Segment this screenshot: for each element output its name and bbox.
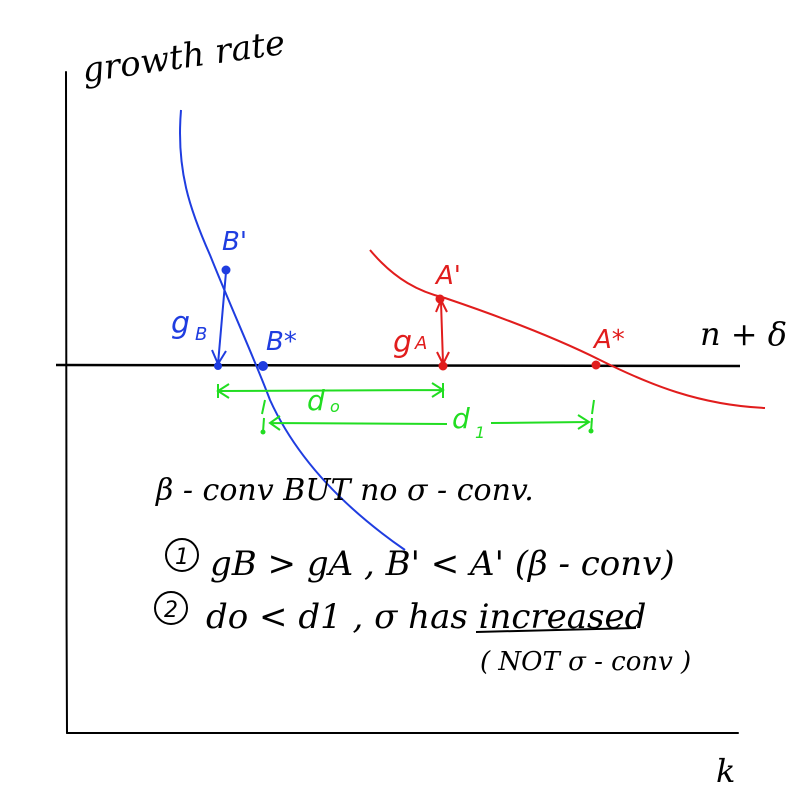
note-item1: gB > gA , B' < A' (β - conv) (210, 544, 675, 584)
a-prime-label: A' (434, 261, 461, 291)
d1-arrow (268, 414, 591, 431)
d1-tick-left (261, 399, 266, 433)
note-headline: β - conv BUT no σ - conv. (155, 473, 534, 508)
b-annotations (211, 265, 268, 371)
d1-left-dot (260, 429, 266, 435)
a-annotations (435, 294, 601, 371)
d0-subscript: o (330, 397, 340, 416)
g-b-arrow (211, 271, 227, 367)
g-a-subscript: A (414, 333, 427, 354)
underline (475, 627, 637, 633)
note-item2-sub: ( NOT σ - conv ) (480, 647, 691, 677)
curve-b (178, 109, 406, 551)
g-b-subscript: B (195, 324, 207, 345)
axes (64, 71, 739, 734)
item2-number: 2 (164, 598, 178, 623)
y-axis (64, 71, 68, 734)
d1-label: d (452, 402, 470, 435)
g-a-label: g (393, 325, 412, 360)
g-b-label: g (171, 306, 190, 341)
y-axis-label: growth rate (80, 23, 288, 91)
item2-circle (154, 591, 188, 625)
a-star-point (591, 360, 601, 370)
item1-number: 1 (175, 545, 189, 570)
d1-tick-right (590, 399, 595, 433)
d0-arrow (216, 382, 445, 399)
item1-circle (165, 538, 199, 572)
d0-label: d (307, 384, 325, 417)
a-star-label: A* (592, 325, 625, 355)
n-plus-delta-line (55, 363, 741, 368)
n-plus-delta-label: n + δ (700, 315, 787, 353)
b-star-label: B* (266, 327, 297, 357)
note-item2: do < d1 , σ has increased (206, 597, 646, 637)
curve-a (369, 249, 766, 409)
b-star-point (258, 361, 268, 371)
d1-right-dot (588, 428, 594, 434)
x-axis-label: k (716, 752, 735, 790)
g-a-arrow (435, 297, 450, 367)
b-prime-label: B' (222, 227, 247, 257)
d1-subscript: 1 (475, 423, 485, 442)
